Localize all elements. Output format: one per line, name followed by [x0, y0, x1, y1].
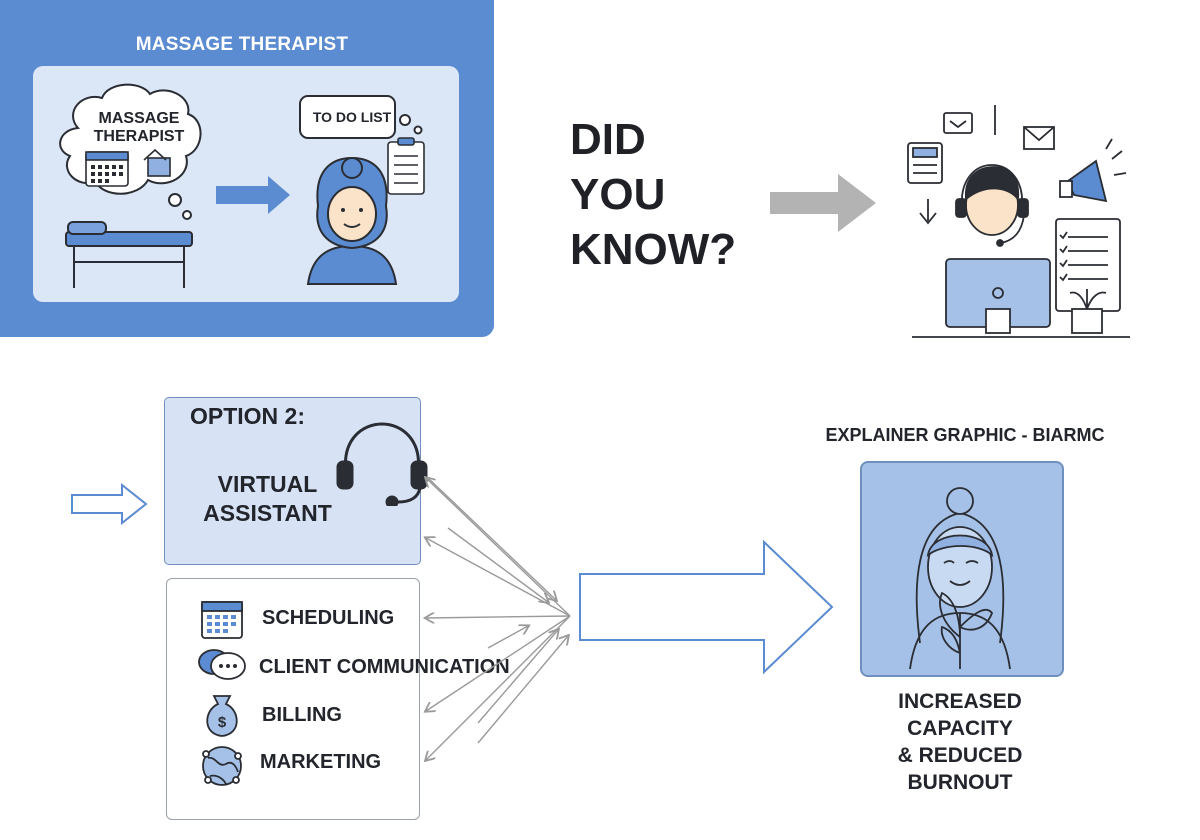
checklist-icon	[1055, 218, 1121, 312]
task-scheduling: SCHEDULING	[262, 607, 395, 629]
task-marketing: MARKETING	[260, 751, 382, 773]
calculator-icon	[907, 142, 943, 184]
panel-title: MASSAGE THERAPIST	[135, 34, 349, 55]
result-line-2: CAPACITY	[907, 717, 1013, 740]
therapist-scene	[59, 83, 425, 288]
result-line-3: & REDUCED	[897, 744, 1023, 767]
down-arrow-icon	[919, 199, 937, 225]
megaphone-icon	[1059, 138, 1127, 203]
therapist-avatar	[306, 156, 398, 285]
todo-bubble-icon	[299, 95, 423, 139]
thought-bubble-icon	[59, 83, 202, 220]
thought-bubble-text: MASSAGE THERAPIST	[93, 110, 185, 145]
headline-line-2: YOU	[570, 170, 666, 219]
right-arrow-icon	[216, 176, 290, 214]
home-arrow-icon	[143, 148, 171, 177]
va-line-2: ASSISTANT	[203, 500, 332, 526]
globe-network-icon	[202, 746, 242, 786]
todo-bubble-text: TO DO LIST	[312, 109, 392, 125]
massage-table-icon	[65, 221, 193, 288]
plant-icon	[1069, 289, 1107, 334]
headset-icon	[336, 422, 428, 506]
relaxed-therapist-illustration	[909, 487, 1011, 670]
task-icons: $	[198, 601, 246, 786]
large-right-arrow-icon	[579, 539, 834, 675]
gray-right-arrow-icon	[770, 174, 876, 232]
calendar-icon	[201, 601, 243, 639]
laptop-icon	[945, 258, 1051, 334]
task-billing: BILLING	[262, 704, 342, 726]
headline-line-3: KNOW?	[570, 225, 737, 274]
va-line-1: VIRTUAL	[217, 471, 318, 497]
result-caption: INCREASED CAPACITY & REDUCED BURNOUT	[860, 688, 1060, 796]
result-line-4: BURNOUT	[907, 771, 1013, 794]
chat-bubbles-icon	[198, 649, 246, 680]
outline-right-arrow-icon	[71, 482, 148, 526]
did-you-know-headline: DID YOU KNOW?	[570, 112, 790, 277]
svg-text:$: $	[218, 714, 227, 731]
checklist-icon	[387, 137, 425, 195]
headline-line-1: DID	[570, 115, 646, 164]
plant-icon	[939, 591, 994, 669]
envelope-icon	[1023, 126, 1055, 150]
result-line-1: INCREASED	[898, 690, 1022, 713]
task-client-communication: CLIENT COMMUNICATION	[259, 656, 510, 678]
explainer-graphic-title: EXPLAINER GRAPHIC - BIARMC	[825, 425, 1105, 445]
virtual-assistant-illustration	[907, 105, 1130, 338]
connector-arrows	[418, 468, 571, 768]
calendar-icon	[85, 151, 129, 187]
message-icon	[943, 112, 973, 134]
virtual-assistant-label: VIRTUAL ASSISTANT	[200, 470, 335, 528]
option-title: OPTION 2:	[190, 403, 306, 429]
money-bag-icon: $	[206, 695, 238, 737]
